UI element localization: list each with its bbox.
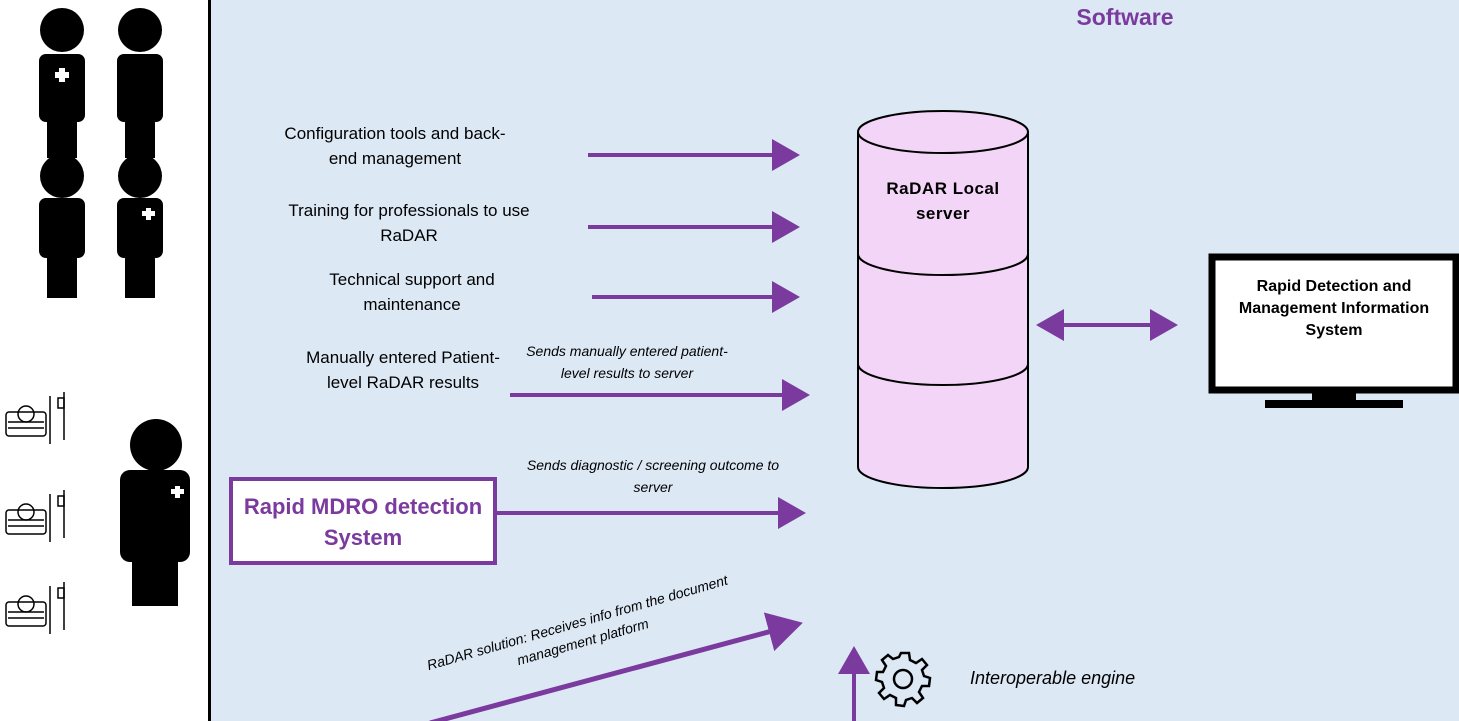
page-title: Software [1076, 4, 1174, 30]
annotation-manual-send: Sends manually entered patient-level res… [526, 343, 728, 381]
monitor-icon [1208, 253, 1459, 408]
hospital-bed-icon [5, 490, 65, 542]
annotation-diagnostic-send: Sends diagnostic / screening outcome to … [526, 457, 780, 495]
person-icon [39, 154, 85, 298]
person-icon [39, 8, 85, 158]
info-system-label: Rapid Detection and Management Informati… [1238, 278, 1430, 339]
label-manual-entry: Manually entered Patient-level RaDAR res… [306, 348, 500, 392]
hospital-bed-icon [5, 582, 65, 634]
person-icon [117, 154, 163, 298]
engine-label: Interoperable engine [970, 668, 1136, 688]
person-icon [117, 8, 163, 158]
person-icon [120, 419, 190, 606]
local-server-label: RaDAR Local server [886, 179, 1000, 223]
label-training: Training for professionals to use RaDAR [288, 201, 530, 245]
mdro-detection-system-box: Rapid MDRO detection System [229, 477, 497, 565]
label-support: Technical support and maintenance [329, 270, 495, 314]
label-config-tools: Configuration tools and back-end managem… [284, 124, 506, 168]
hospital-bed-icon [5, 392, 65, 444]
gear-icon [874, 651, 932, 708]
arrow-document [429, 612, 803, 721]
database-cylinder-icon [857, 110, 1029, 489]
